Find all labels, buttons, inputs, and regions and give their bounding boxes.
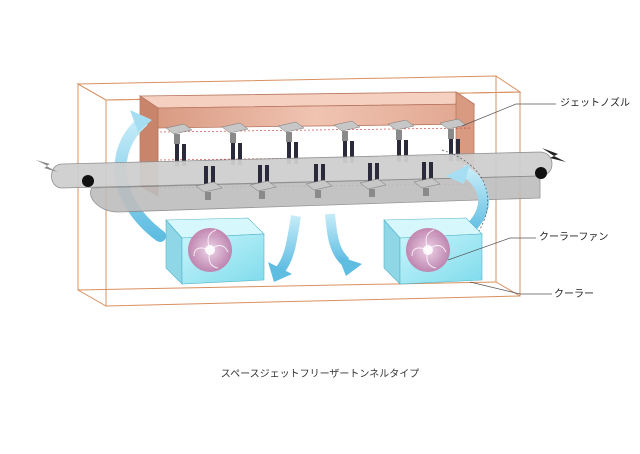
- nozzle-upper-6: [439, 118, 467, 161]
- nozzle-lower-2: [249, 165, 277, 199]
- exit-arrow-icon: [542, 148, 566, 162]
- upper-nozzles: [165, 118, 467, 166]
- nozzle-upper-4: [333, 120, 361, 163]
- nozzle-upper-2: [221, 122, 249, 165]
- nozzle-upper-1: [165, 123, 193, 166]
- lower-nozzles: [195, 162, 441, 200]
- leader-cooler-fan: [447, 237, 536, 261]
- leader-lines: [447, 103, 556, 295]
- airflow-middle: [268, 213, 362, 282]
- cooler-left: [165, 217, 265, 285]
- cooler-fan-left-icon: [188, 228, 232, 272]
- cooler-fan-right-icon: [406, 228, 450, 272]
- product-flow-arrows: [36, 148, 566, 172]
- label-jet-nozzle: ジェットノズル: [560, 98, 630, 109]
- cooler-right: [383, 217, 483, 285]
- leader-cooler: [469, 281, 552, 295]
- label-cooler: クーラー: [554, 289, 594, 300]
- nozzle-upper-5: [387, 119, 415, 162]
- nozzle-lower-1: [195, 166, 223, 200]
- right-roller: [535, 167, 547, 179]
- leader-jet-nozzle: [461, 103, 556, 127]
- entry-arrow-icon: [36, 160, 58, 172]
- diagram-caption: スペースジェットフリーザートンネルタイプ: [220, 369, 420, 380]
- nozzle-lower-5: [413, 162, 441, 196]
- nozzle-lower-4: [359, 163, 387, 197]
- left-roller: [82, 175, 94, 187]
- nozzle-lower-3: [305, 164, 333, 198]
- label-cooler-fan: クーラーファン: [539, 232, 609, 243]
- nozzle-upper-3: [277, 121, 305, 164]
